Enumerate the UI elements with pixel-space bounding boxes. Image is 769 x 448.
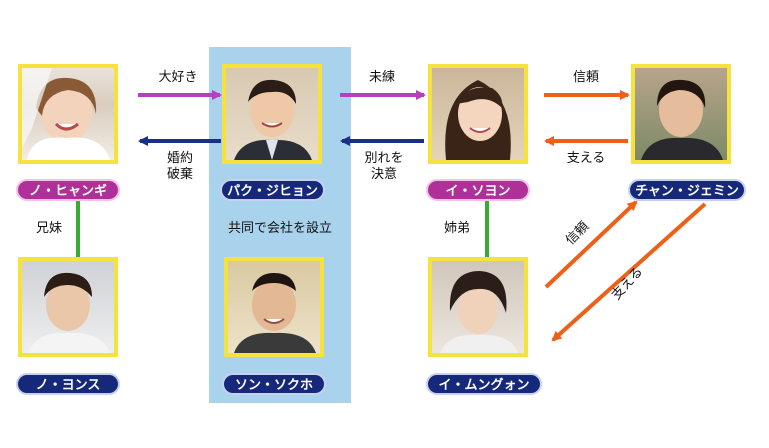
label-shinrai-top: 信頼 bbox=[572, 70, 599, 85]
nameplate-soyon: イ・ソヨン bbox=[426, 179, 530, 201]
arrow-shinrai-diag bbox=[544, 200, 638, 289]
label-wakare-line1: 別れを bbox=[364, 151, 404, 166]
label-shitei: 姉弟 bbox=[443, 221, 470, 236]
label-kyodo: 共同で会社を設立 bbox=[227, 221, 332, 236]
label-kyodai: 兄妹 bbox=[35, 221, 62, 236]
nameplate-jemin: チャン・ジェミン bbox=[628, 179, 746, 201]
nameplate-jihyon: パク・ジヒョン bbox=[220, 179, 325, 201]
nameplate-mungon: イ・ムングォン bbox=[426, 373, 542, 395]
nameplate-sokuho: ソン・ソクホ bbox=[222, 373, 326, 395]
nameplate-yonsu: ノ・ヨンス bbox=[16, 373, 120, 395]
label-konyaku-line1: 婚約 bbox=[166, 151, 193, 166]
portrait-mungon bbox=[428, 257, 528, 357]
label-sasaeru-top: 支える bbox=[566, 151, 606, 166]
portrait-jihyon bbox=[222, 64, 322, 164]
nameplate-hyangi: ノ・ヒャンギ bbox=[16, 179, 120, 201]
portrait-soyon bbox=[428, 64, 528, 164]
label-wakare-line2: 決意 bbox=[370, 167, 397, 182]
label-miren: 未練 bbox=[368, 70, 395, 85]
portrait-yonsu bbox=[18, 257, 118, 357]
portrait-hyangi bbox=[18, 64, 118, 164]
portrait-sokuho bbox=[224, 257, 324, 357]
arrow-sasaeru-diag bbox=[551, 202, 707, 342]
label-daisuki: 大好き bbox=[158, 70, 198, 85]
portrait-jemin bbox=[631, 64, 731, 164]
label-konyaku-line2: 破棄 bbox=[166, 167, 193, 182]
